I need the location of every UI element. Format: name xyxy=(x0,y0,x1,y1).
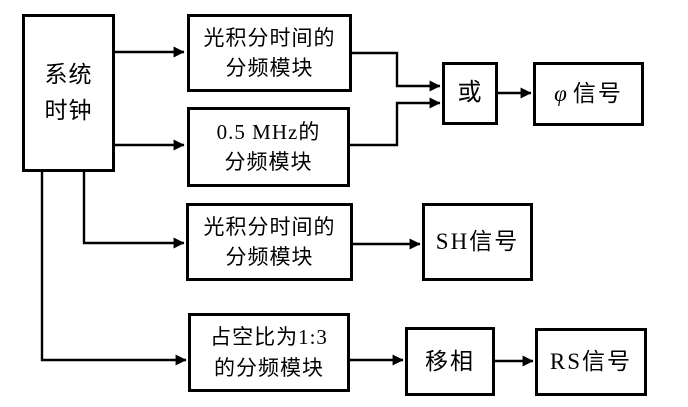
node-divider-duty-1-3-label: 占空比为1:3 的分频模块 xyxy=(210,325,328,380)
connector-divider2-to-or xyxy=(350,97,441,147)
node-divider-light-integration-1: 光积分时间的 分频模块 xyxy=(187,14,352,92)
node-sh-signal-label: SH信号 xyxy=(435,229,520,255)
node-phase-shift: 移相 xyxy=(405,327,495,396)
connector-clock-to-divider4 xyxy=(40,170,187,366)
phi-suffix: 信号 xyxy=(572,81,623,107)
node-divider-05mhz: 0.5 MHz的 分频模块 xyxy=(187,107,350,187)
node-system-clock: 系统 时钟 xyxy=(22,14,115,172)
node-divider-light-integration-1-label: 光积分时间的 分频模块 xyxy=(203,25,336,80)
node-divider-light-integration-2-label: 光积分时间的 分频模块 xyxy=(203,214,336,269)
connector-clock-to-divider3 xyxy=(82,170,185,249)
node-rs-signal: RS信号 xyxy=(535,328,647,396)
node-phase-shift-label: 移相 xyxy=(425,348,475,374)
node-divider-duty-1-3: 占空比为1:3 的分频模块 xyxy=(188,313,350,392)
connector-divider1-to-or xyxy=(351,51,441,92)
node-sh-signal: SH信号 xyxy=(422,203,533,281)
node-divider-light-integration-2: 光积分时间的 分频模块 xyxy=(186,203,353,281)
node-or-gate: 或 xyxy=(442,62,498,125)
node-rs-signal-label: RS信号 xyxy=(549,349,633,375)
node-or-gate-label: 或 xyxy=(457,80,483,107)
node-system-clock-label: 系统 时钟 xyxy=(44,62,93,123)
phi-symbol: φ xyxy=(554,81,569,107)
node-divider-05mhz-label: 0.5 MHz的 分频模块 xyxy=(216,119,321,174)
